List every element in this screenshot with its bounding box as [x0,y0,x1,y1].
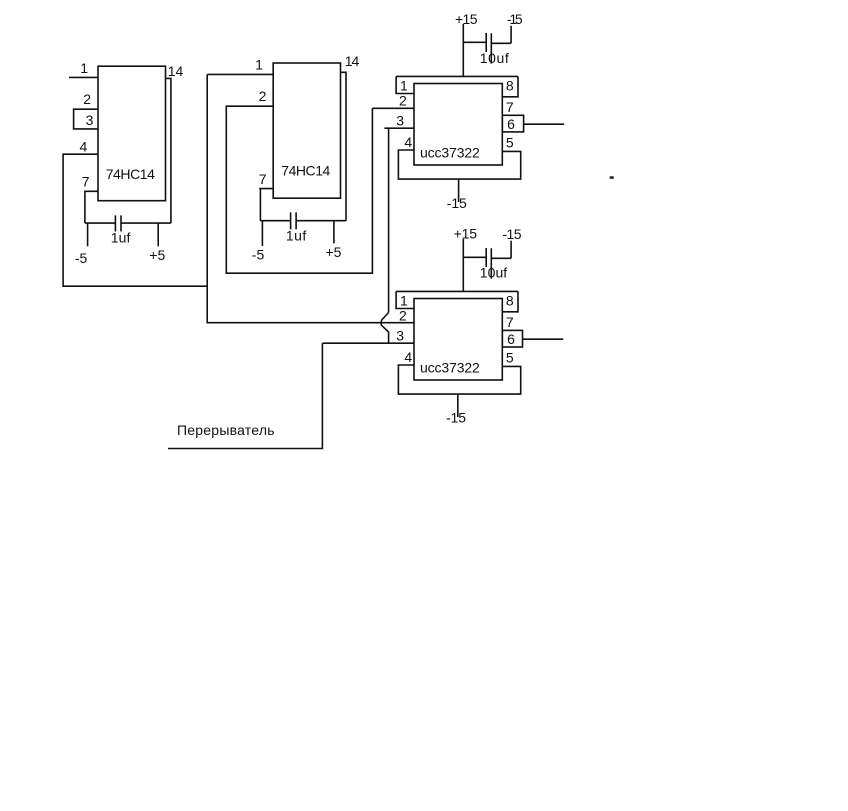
svg-text:+15: +15 [455,11,478,27]
svg-text:1: 1 [400,293,408,309]
svg-text:3: 3 [86,112,94,128]
svg-text:14: 14 [168,63,184,79]
svg-text:6: 6 [507,331,515,347]
svg-text:1: 1 [80,60,88,76]
svg-text:+15: +15 [454,226,478,242]
svg-text:1: 1 [400,78,408,94]
svg-text:10uf: 10uf [480,50,509,66]
svg-text:7: 7 [82,174,90,190]
svg-text:6: 6 [507,116,515,132]
svg-text:3: 3 [396,328,404,344]
svg-text:1uf: 1uf [286,227,307,243]
svg-text:10uf: 10uf [480,265,508,281]
svg-text:+5: +5 [149,247,165,263]
svg-text:8: 8 [506,78,514,94]
svg-text:7: 7 [506,314,514,330]
svg-text:5: 5 [506,135,514,151]
svg-text:1: 1 [255,57,263,73]
svg-text:ucc37322: ucc37322 [420,360,480,376]
svg-text:-5: -5 [75,250,88,266]
svg-text:ucc37322: ucc37322 [420,145,480,161]
svg-text:7: 7 [506,99,514,115]
svg-text:-15: -15 [447,195,467,211]
svg-text:74HC14: 74HC14 [281,163,330,179]
svg-text:2: 2 [399,93,407,109]
svg-text:+5: +5 [326,244,342,260]
svg-text:2: 2 [259,88,267,104]
svg-text:5: 5 [506,350,514,366]
svg-text:14: 14 [345,53,360,69]
svg-text:1uf: 1uf [111,229,131,245]
svg-text:Перерыватель: Перерыватель [177,422,275,438]
svg-text:4: 4 [404,349,412,365]
svg-text:4: 4 [404,134,412,150]
svg-text:-5: -5 [252,247,265,263]
svg-text:2: 2 [83,91,91,107]
svg-text:-15: -15 [446,410,466,426]
svg-text:8: 8 [506,293,514,309]
svg-text:7: 7 [259,171,267,187]
svg-text:74HC14: 74HC14 [106,166,155,182]
svg-text:2: 2 [399,308,407,324]
svg-text:-15: -15 [507,11,523,27]
svg-text:-15: -15 [503,226,522,242]
svg-text:4: 4 [80,139,88,155]
svg-text:3: 3 [396,113,404,129]
